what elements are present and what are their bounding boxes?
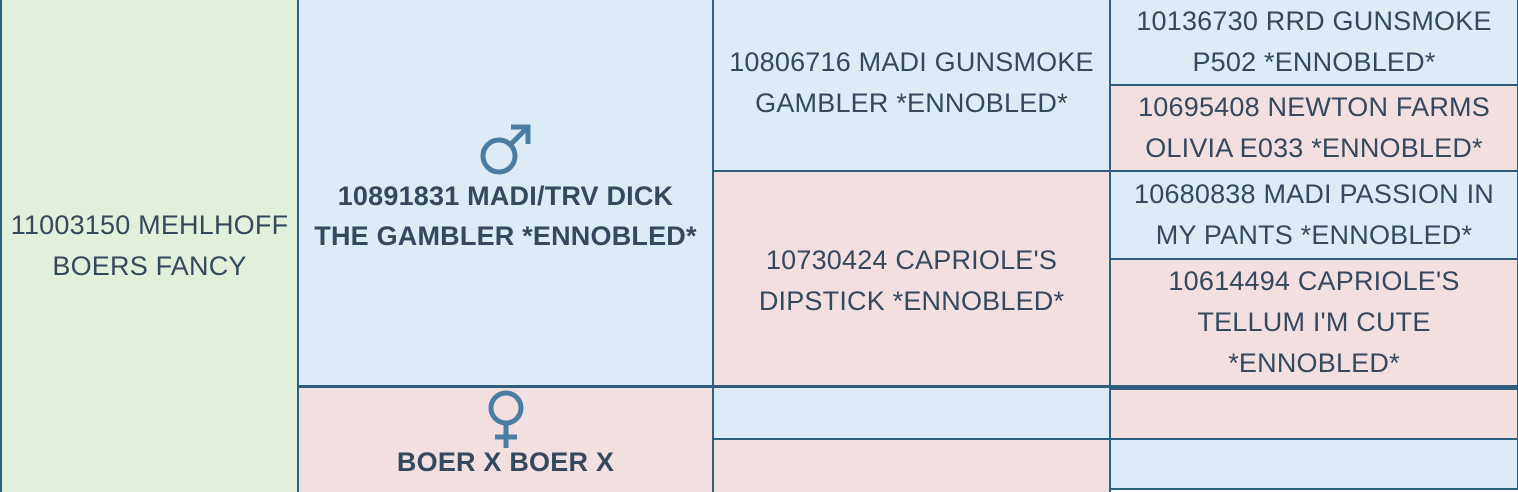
sire-dam-sire-name: 10680838 MADI PASSION IN MY PANTS *ENNOB… — [1134, 179, 1494, 250]
sire-dam-dam-cell[interactable]: 10614494 CAPRIOLE'S TELLUM I'M CUTE *ENN… — [1111, 260, 1517, 385]
female-symbol-icon — [486, 390, 526, 448]
divider — [714, 170, 1518, 172]
divider — [1111, 387, 1518, 390]
sire-sire-dam-name: 10695408 NEWTON FARMS OLIVIA E033 *ENNOB… — [1138, 92, 1490, 163]
subject-animal[interactable]: 11003150 MEHLHOFF BOERS FANCY — [2, 0, 297, 492]
sire-name: 10891831 MADI/TRV DICK THE GAMBLER *ENNO… — [314, 181, 697, 251]
sire-sire-sire-name: 10136730 RRD GUNSMOKE P502 *ENNOBLED* — [1136, 6, 1492, 77]
divider — [297, 0, 299, 492]
sire-sire-name: 10806716 MADI GUNSMOKE GAMBLER *ENNOBLED… — [729, 47, 1094, 118]
sire-sire-sire-cell[interactable]: 10136730 RRD GUNSMOKE P502 *ENNOBLED* — [1111, 0, 1517, 84]
divider — [1109, 0, 1111, 492]
divider — [1111, 84, 1518, 86]
male-symbol-icon — [479, 122, 533, 176]
dam-cell[interactable]: BOER X BOER X — [299, 388, 712, 492]
dam-sire-cell[interactable] — [714, 388, 1109, 438]
dam-sire-dam-cell[interactable] — [1111, 440, 1517, 488]
sire-dam-sire-cell[interactable]: 10680838 MADI PASSION IN MY PANTS *ENNOB… — [1111, 172, 1517, 258]
divider — [714, 438, 1518, 440]
dam-dam-cell[interactable] — [714, 440, 1109, 492]
divider — [299, 385, 1518, 388]
divider — [712, 0, 714, 492]
sire-cell[interactable]: 10891831 MADI/TRV DICK THE GAMBLER *ENNO… — [299, 0, 712, 385]
subject-name: 11003150 MEHLHOFF BOERS FANCY — [10, 210, 289, 281]
divider — [1111, 488, 1518, 490]
dam-name: BOER X BOER X — [396, 447, 615, 477]
sire-sire-dam-cell[interactable]: 10695408 NEWTON FARMS OLIVIA E033 *ENNOB… — [1111, 86, 1517, 170]
sire-dam-name: 10730424 CAPRIOLE'S DIPSTICK *ENNOBLED* — [758, 244, 1065, 316]
divider — [1111, 258, 1518, 260]
sire-dam-dam-name: 10614494 CAPRIOLE'S TELLUM I'M CUTE *ENN… — [1168, 266, 1460, 378]
sire-dam-cell[interactable]: 10730424 CAPRIOLE'S DIPSTICK *ENNOBLED* — [714, 172, 1109, 385]
sire-sire-cell[interactable]: 10806716 MADI GUNSMOKE GAMBLER *ENNOBLED… — [714, 0, 1109, 170]
dam-sire-sire-cell[interactable] — [1111, 390, 1517, 438]
